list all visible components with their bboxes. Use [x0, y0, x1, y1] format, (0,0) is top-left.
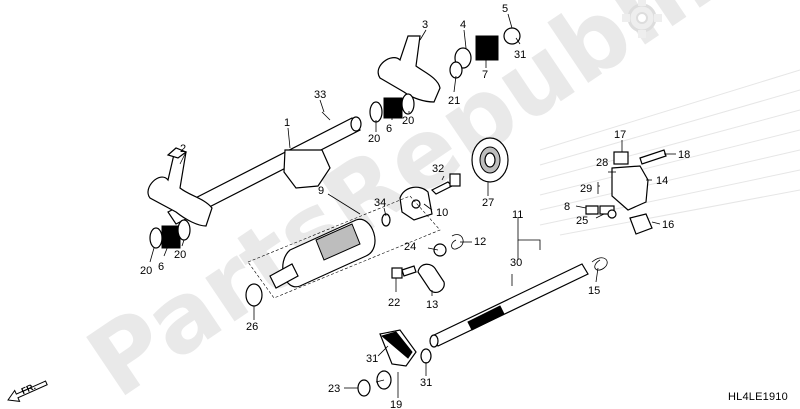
bearing [471, 137, 509, 183]
callout-8: 8 [564, 201, 570, 213]
shift-fork-left [147, 147, 213, 227]
washer-26 [245, 283, 263, 307]
callout-4: 4 [460, 19, 466, 31]
callout-33: 33 [314, 89, 326, 101]
gearshift-arm [379, 329, 417, 367]
spring-top [449, 27, 521, 79]
callout-20-upper-right: 20 [402, 115, 414, 127]
callout-20-lower-right: 20 [174, 249, 186, 261]
shift-fork-center [283, 149, 331, 189]
callout-6-lower: 6 [158, 261, 164, 273]
spring-left [149, 219, 191, 249]
shift-drum [247, 195, 441, 299]
callout-23: 23 [328, 383, 340, 395]
callout-27: 27 [482, 197, 494, 209]
callout-17: 17 [614, 129, 626, 141]
washer-23 [357, 379, 371, 397]
callout-31-bottom-right: 31 [420, 377, 432, 389]
callout-21: 21 [448, 95, 460, 107]
callout-10: 10 [436, 207, 448, 219]
callout-15: 15 [588, 285, 600, 297]
callout-18: 18 [678, 149, 690, 161]
callout-11: 11 [512, 209, 523, 221]
callout-26: 26 [246, 321, 258, 333]
callout-6-upper: 6 [386, 123, 392, 135]
diagram-code: HL4LE1910 [728, 391, 788, 403]
callout-29: 29 [580, 183, 592, 195]
spring-12 [451, 234, 464, 250]
bolt-18 [639, 149, 667, 165]
stopper-arm [417, 263, 445, 294]
callout-25: 25 [576, 215, 588, 227]
callout-34: 34 [374, 197, 386, 209]
callout-13: 13 [426, 299, 438, 311]
washer-31-right [420, 348, 432, 364]
callout-14: 14 [656, 175, 668, 187]
front-direction-arrow-icon: FR. [7, 380, 48, 403]
callout-24: 24 [404, 241, 416, 253]
leader-lines [149, 13, 676, 398]
shift-fork-shaft [167, 116, 362, 225]
callout-20-lower-left: 20 [140, 265, 152, 277]
callout-20-upper-left: 20 [368, 133, 380, 145]
callout-32: 32 [432, 163, 444, 175]
gearshift-spindle [429, 263, 589, 348]
spring-15 [591, 257, 608, 271]
shift-fork-right [377, 35, 441, 103]
callout-22: 22 [388, 297, 400, 309]
callout-labels: 1 2 3 4 5 6 6 7 8 9 10 11 12 13 14 15 16… [140, 3, 690, 409]
callout-9: 9 [318, 185, 324, 197]
callout-30: 30 [510, 257, 522, 269]
callout-2: 2 [180, 143, 186, 155]
bolt-22 [391, 265, 417, 279]
pin-33 [321, 111, 331, 121]
shift-cam-assembly [599, 151, 653, 235]
callout-31-bottom-left: 31 [366, 353, 378, 365]
callout-3: 3 [422, 19, 428, 31]
callout-28: 28 [596, 157, 608, 169]
direction-label: FR. [20, 381, 37, 396]
callout-1: 1 [284, 117, 290, 129]
bolt-8 [585, 205, 599, 215]
callout-12: 12 [474, 236, 486, 248]
callout-16: 16 [662, 219, 674, 231]
background-hatching [539, 69, 800, 236]
callout-19: 19 [390, 399, 402, 409]
callout-31-top: 31 [514, 49, 526, 61]
callout-7: 7 [482, 69, 488, 81]
spring-upper [369, 93, 415, 123]
callout-5: 5 [502, 3, 508, 15]
logo-gear-icon [622, 0, 662, 38]
washer-24 [433, 243, 447, 257]
bolt-32 [430, 173, 461, 195]
